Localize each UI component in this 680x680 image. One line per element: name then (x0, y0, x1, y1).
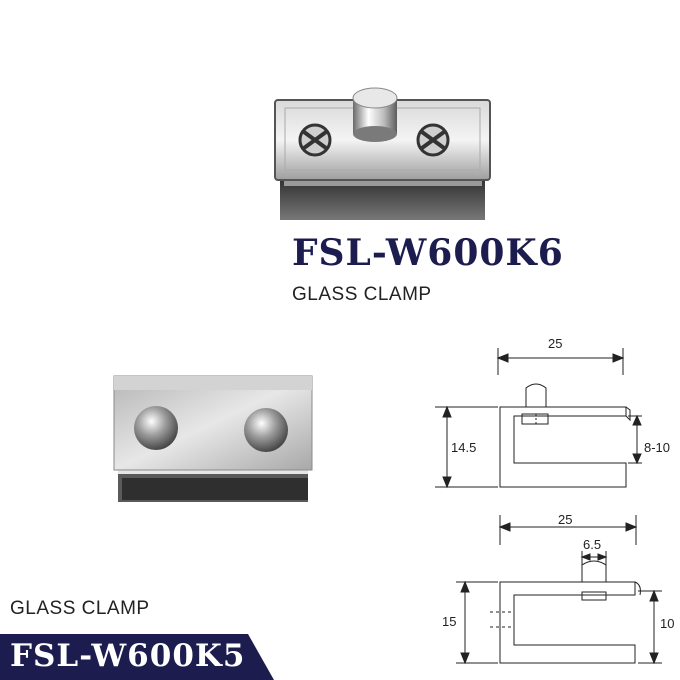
technical-drawing-w600k5: 25 6.5 15 10 (442, 512, 674, 665)
model-banner (0, 634, 274, 680)
product-model-w600k5: FSL-W600K5 (10, 638, 246, 674)
screw-icon (416, 123, 450, 157)
cap-icon (244, 408, 288, 452)
dimension-height: 14.5 (451, 440, 476, 455)
product-model-w600k6: FSL-W600K6 (292, 232, 564, 274)
screw-icon (298, 123, 332, 157)
dimension-knob-diameter: 6.5 (583, 537, 601, 552)
product-photo-w600k6 (274, 87, 491, 220)
dimension-width: 25 (548, 336, 562, 351)
cap-icon (134, 406, 178, 450)
knob-icon (352, 87, 398, 142)
dimension-height: 15 (442, 614, 456, 629)
technical-drawing-w600k6: 25 14.5 8-10 (435, 336, 670, 489)
product-name-w600k6: GLASS CLAMP (292, 284, 432, 305)
dimension-glass-thickness: 10 (660, 616, 674, 631)
product-photo-w600k5 (113, 375, 313, 502)
dimension-width: 25 (558, 512, 572, 527)
product-name-w600k5: GLASS CLAMP (10, 598, 150, 619)
dimension-glass-thickness: 8-10 (644, 440, 670, 455)
